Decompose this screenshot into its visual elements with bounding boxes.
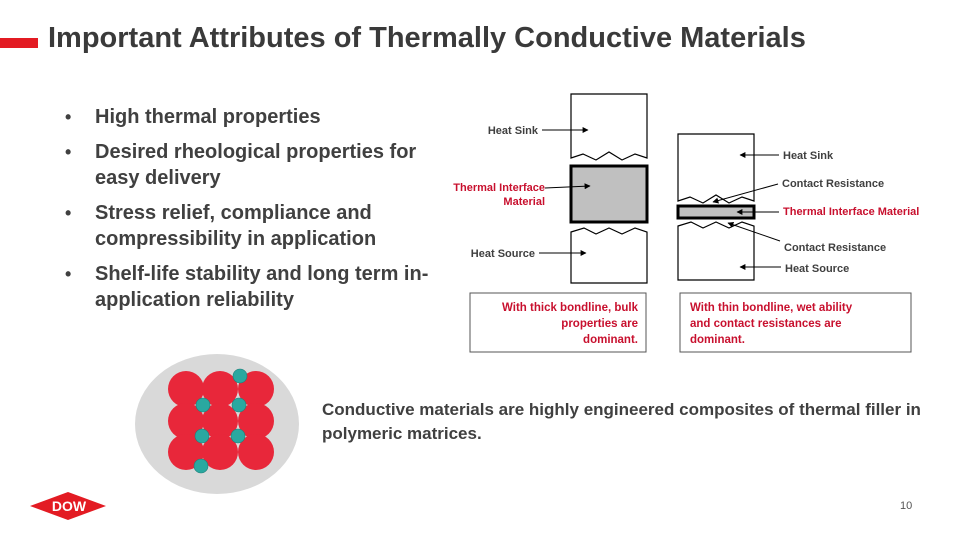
thick-bondline-caption-box xyxy=(469,292,647,353)
arrow-contact-resistance-bottom xyxy=(727,221,781,242)
filler-sphere-red xyxy=(168,371,204,407)
label-heat-source: Heat Source xyxy=(471,248,535,260)
label-contact-resistance-bottom: Contact Resistance xyxy=(784,242,886,254)
filler-sphere-red xyxy=(202,434,238,470)
attribute-list: High thermal properties Desired rheologi… xyxy=(62,104,442,322)
filler-sphere-red xyxy=(202,403,238,439)
filler-sphere-teal xyxy=(231,397,247,413)
page-title: Important Attributes of Thermally Conduc… xyxy=(48,22,806,54)
filler-sphere-red xyxy=(238,434,274,470)
label-contact-resistance-top: Contact Resistance xyxy=(782,178,884,190)
thick-bondline-diagram: Heat Sink Thermal Interface Material Hea… xyxy=(453,93,649,353)
title-accent-bar xyxy=(0,38,38,48)
filler-sphere-red xyxy=(202,371,238,407)
bullet-item: Desired rheological properties for easy … xyxy=(62,139,442,191)
arrow-tim xyxy=(544,183,591,190)
caption-line: properties are xyxy=(561,318,638,330)
filler-sphere-teal xyxy=(193,458,209,474)
dow-logo-diamond xyxy=(30,492,106,520)
thin-bondline-caption-box xyxy=(679,292,912,353)
label-tim-line1: Thermal Interface xyxy=(453,182,545,194)
caption-line: dominant. xyxy=(690,334,745,346)
caption-line: dominant. xyxy=(583,334,638,346)
label-heat-sink: Heat Sink xyxy=(488,125,539,137)
filler-composite-illustration xyxy=(135,354,299,494)
caption-line: and contact resistances are xyxy=(690,318,842,330)
heat-source-block xyxy=(677,221,755,281)
filler-sphere-teal xyxy=(195,397,211,413)
tim-thick-layer xyxy=(569,164,649,224)
filler-sphere-teal xyxy=(230,428,246,444)
dow-logo-text: DOW xyxy=(52,498,87,514)
caption-line: With thin bondline, wet ability xyxy=(690,302,853,314)
heat-sink-block xyxy=(677,133,755,204)
composite-summary: Conductive materials are highly engineer… xyxy=(322,400,921,443)
filler-sphere-red xyxy=(238,403,274,439)
label-heat-source: Heat Source xyxy=(785,263,849,275)
bullet-item: High thermal properties xyxy=(62,104,442,130)
label-heat-sink: Heat Sink xyxy=(783,150,834,162)
arrow-contact-resistance-top xyxy=(712,183,779,204)
bullet-item: Shelf-life stability and long term in-ap… xyxy=(62,261,442,313)
label-tim-line2: Material xyxy=(503,196,545,208)
filler-sphere-red xyxy=(168,403,204,439)
heat-sink-block xyxy=(570,93,648,161)
bullet-item: Stress relief, compliance and compressib… xyxy=(62,200,442,252)
filler-sphere-teal xyxy=(232,368,248,384)
caption-line: With thick bondline, bulk xyxy=(502,302,639,314)
filler-sphere-teal xyxy=(194,428,210,444)
label-tim: Thermal Interface Material xyxy=(783,206,919,218)
page-number: 10 xyxy=(900,500,913,512)
heat-source-block xyxy=(570,227,648,284)
filler-sphere-red xyxy=(168,434,204,470)
dow-logo: DOW xyxy=(30,492,106,520)
thin-bondline-diagram: Heat Sink Contact Resistance Thermal Int… xyxy=(676,133,919,353)
filler-sphere-red xyxy=(238,371,274,407)
